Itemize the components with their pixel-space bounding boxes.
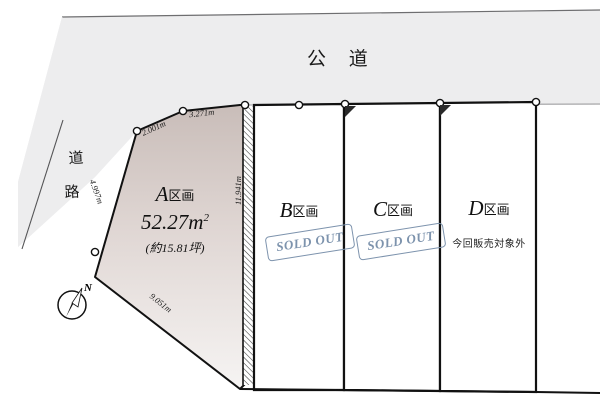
survey-marker-group: [90, 97, 541, 257]
survey-marker: [531, 97, 541, 107]
survey-marker: [294, 100, 304, 110]
lot-C-shape[interactable]: [342, 101, 442, 393]
boundary-wall-hatch: [242, 106, 255, 385]
site-bottom-boundary: [239, 388, 600, 394]
lot-B-shape[interactable]: [252, 102, 346, 392]
compass-rose-icon: [57, 287, 87, 320]
survey-marker: [178, 106, 188, 116]
survey-marker: [90, 247, 100, 257]
lot-D-shape[interactable]: [438, 100, 538, 394]
survey-marker: [132, 126, 142, 136]
survey-marker: [240, 100, 250, 110]
corner-marks: [345, 105, 451, 117]
side-road-area: [18, 17, 183, 250]
